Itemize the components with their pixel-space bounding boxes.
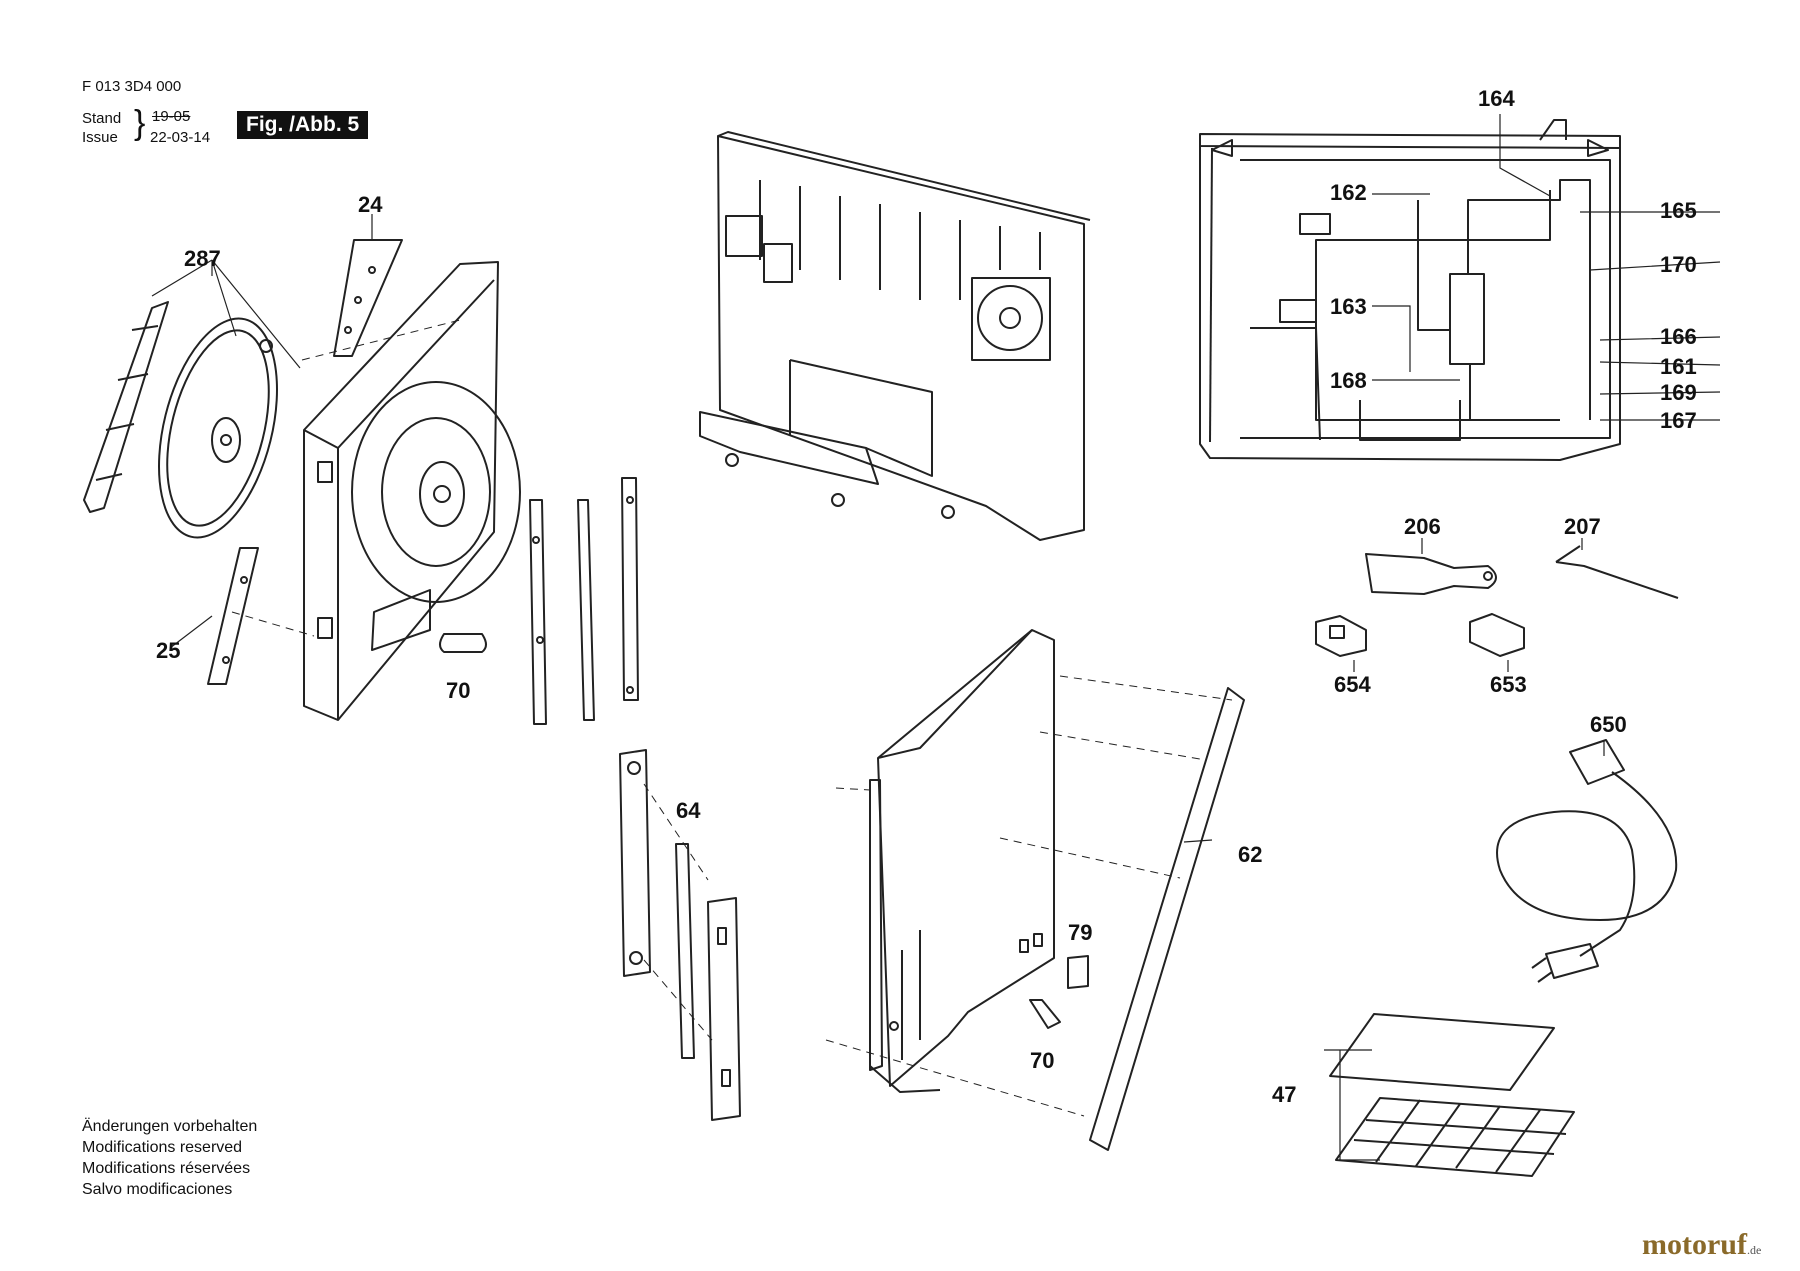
part-label-168: 168 xyxy=(1330,368,1367,393)
part-79-switch xyxy=(1067,955,1089,989)
part-47-filter xyxy=(1329,1013,1575,1177)
part-label-47: 47 xyxy=(1272,1082,1297,1107)
part-label-70-right: 70 xyxy=(1030,1048,1055,1073)
figure-label: Fig. /Abb. 5 xyxy=(237,111,369,139)
modification-notes: Änderungen vorbehalten Modifications res… xyxy=(82,1116,257,1200)
part-label-163: 163 xyxy=(1330,294,1367,319)
part-287-disc xyxy=(158,317,278,539)
part-label-169: 169 xyxy=(1660,380,1697,405)
note-en: Modifications reserved xyxy=(82,1139,243,1156)
brace: } xyxy=(134,104,146,142)
part-label-24: 24 xyxy=(358,192,383,217)
part-label-650: 650 xyxy=(1590,712,1627,737)
part-label-287: 287 xyxy=(184,246,221,271)
part-label-166: 166 xyxy=(1660,324,1697,349)
part-287-guard-strip xyxy=(83,301,169,513)
part-653-block xyxy=(1469,613,1525,657)
base-frame-unit xyxy=(699,131,1091,541)
note-fr: Modifications réservées xyxy=(82,1160,251,1177)
housing-cover-section xyxy=(869,629,1055,1093)
part-label-167: 167 xyxy=(1660,408,1697,433)
base-underside-wiring xyxy=(1199,119,1621,461)
blade-strips xyxy=(529,477,639,725)
note-es: Salvo modificaciones xyxy=(82,1181,233,1198)
part-207-hex-key xyxy=(1555,545,1679,599)
issue-value: 22-03-14 xyxy=(150,129,211,146)
brand-suffix: .de xyxy=(1746,1243,1762,1257)
part-206-scraper xyxy=(1365,553,1497,595)
note-de: Änderungen vorbehalten xyxy=(82,1118,258,1135)
brand-name: motoruf xyxy=(1642,1228,1747,1261)
part-label-207: 207 xyxy=(1564,514,1601,539)
part-70-foot-left xyxy=(439,633,487,653)
part-label-25: 25 xyxy=(156,638,181,663)
part-label-654: 654 xyxy=(1334,672,1371,697)
part-label-62: 62 xyxy=(1238,842,1263,867)
part-label-162: 162 xyxy=(1330,180,1367,205)
issue-label: Issue xyxy=(82,129,118,146)
fan-housing-panel xyxy=(303,261,521,721)
part-label-653: 653 xyxy=(1490,672,1527,697)
part-label-79: 79 xyxy=(1068,920,1093,945)
part-62-panel xyxy=(1089,687,1245,1151)
part-label-206: 206 xyxy=(1404,514,1441,539)
part-label-70-left: 70 xyxy=(446,678,471,703)
part-label-161: 161 xyxy=(1660,354,1697,379)
part-label-170: 170 xyxy=(1660,252,1697,277)
part-650-power-cord xyxy=(1496,739,1678,983)
part-654-block xyxy=(1315,615,1367,657)
brand-logo: motoruf.de xyxy=(1642,1228,1761,1262)
part-label-164: 164 xyxy=(1478,86,1515,111)
part-label-165: 165 xyxy=(1660,198,1697,223)
part-label-64: 64 xyxy=(676,798,701,823)
stand-label: Stand xyxy=(82,110,122,127)
part-25-bracket xyxy=(207,547,259,685)
document-number: F 013 3D4 000 xyxy=(82,78,182,95)
part-70-foot-right xyxy=(1029,999,1061,1029)
stand-value: 19-05 xyxy=(152,108,191,125)
part-24-bracket xyxy=(333,239,403,357)
